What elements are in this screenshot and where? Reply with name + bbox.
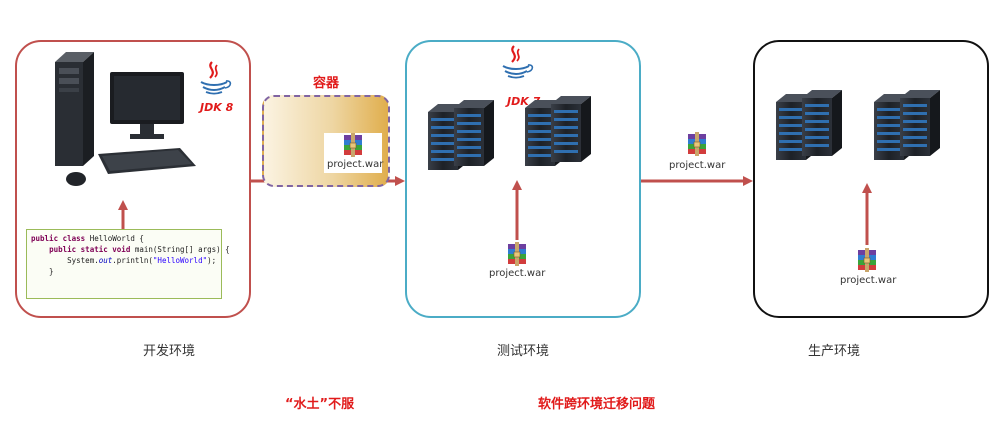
prod-caption: 生产环境: [808, 344, 861, 359]
server-rack-icon: [525, 96, 607, 168]
code-line: }: [31, 267, 54, 276]
left-note: “水土”不服: [285, 397, 355, 412]
desktop-computer-icon: [55, 52, 196, 186]
java-logo-icon: [199, 60, 232, 95]
server-rack-icon: [874, 90, 956, 162]
test-caption: 测试环境: [497, 344, 550, 359]
code-line: System.out.println("HelloWorld");: [31, 256, 217, 265]
server-rack-icon: [428, 100, 510, 172]
archive-file-icon: [857, 247, 877, 273]
archive-file-icon: [343, 132, 363, 158]
code-line: public static void main(String[] args) {: [49, 245, 230, 254]
container-box: project.war: [262, 95, 390, 187]
test-environment-box: [405, 40, 641, 318]
prod-war-label: project.war: [840, 275, 897, 286]
server-rack-icon: [776, 90, 858, 162]
archive-file-icon: [507, 241, 527, 267]
java-logo-icon: [501, 44, 534, 79]
transfer-war-label: project.war: [669, 160, 726, 171]
war-label: project.war: [327, 159, 384, 170]
test-war-label: project.war: [489, 268, 546, 279]
right-note: 软件跨环境迁移问题: [538, 397, 656, 412]
archive-file-icon: [687, 131, 707, 157]
code-line: public class HelloWorld {: [31, 234, 144, 243]
container-title: 容器: [313, 76, 340, 91]
dev-jdk-label: JDK 8: [200, 101, 234, 114]
prod-environment-box: [753, 40, 989, 318]
code-panel: public class HelloWorld { public static …: [26, 229, 230, 299]
dev-caption: 开发环境: [143, 344, 196, 359]
